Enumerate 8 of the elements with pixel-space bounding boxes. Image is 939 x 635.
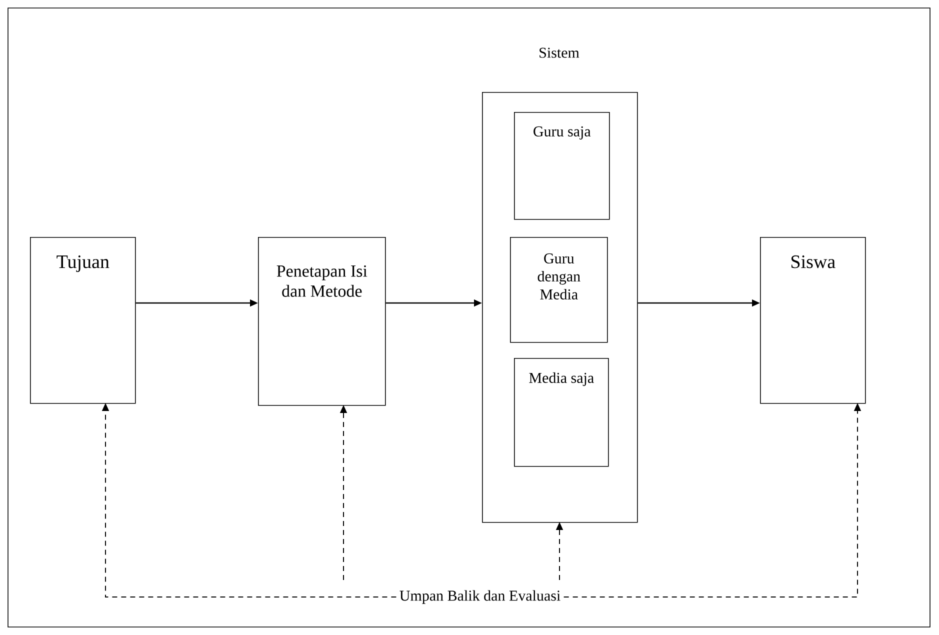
process-box: Guru dengan Media [510,237,608,343]
process-box: Penetapan Isi dan Metode [258,237,386,406]
feedback-text: Umpan Balik dan Evaluasi [400,590,560,604]
process-box: Siswa [760,237,866,404]
node-label: Sistem [540,48,580,58]
process-box: Tujuan [30,237,136,404]
process-box: Guru saja [514,112,610,220]
process-box: Media saja [514,358,609,467]
